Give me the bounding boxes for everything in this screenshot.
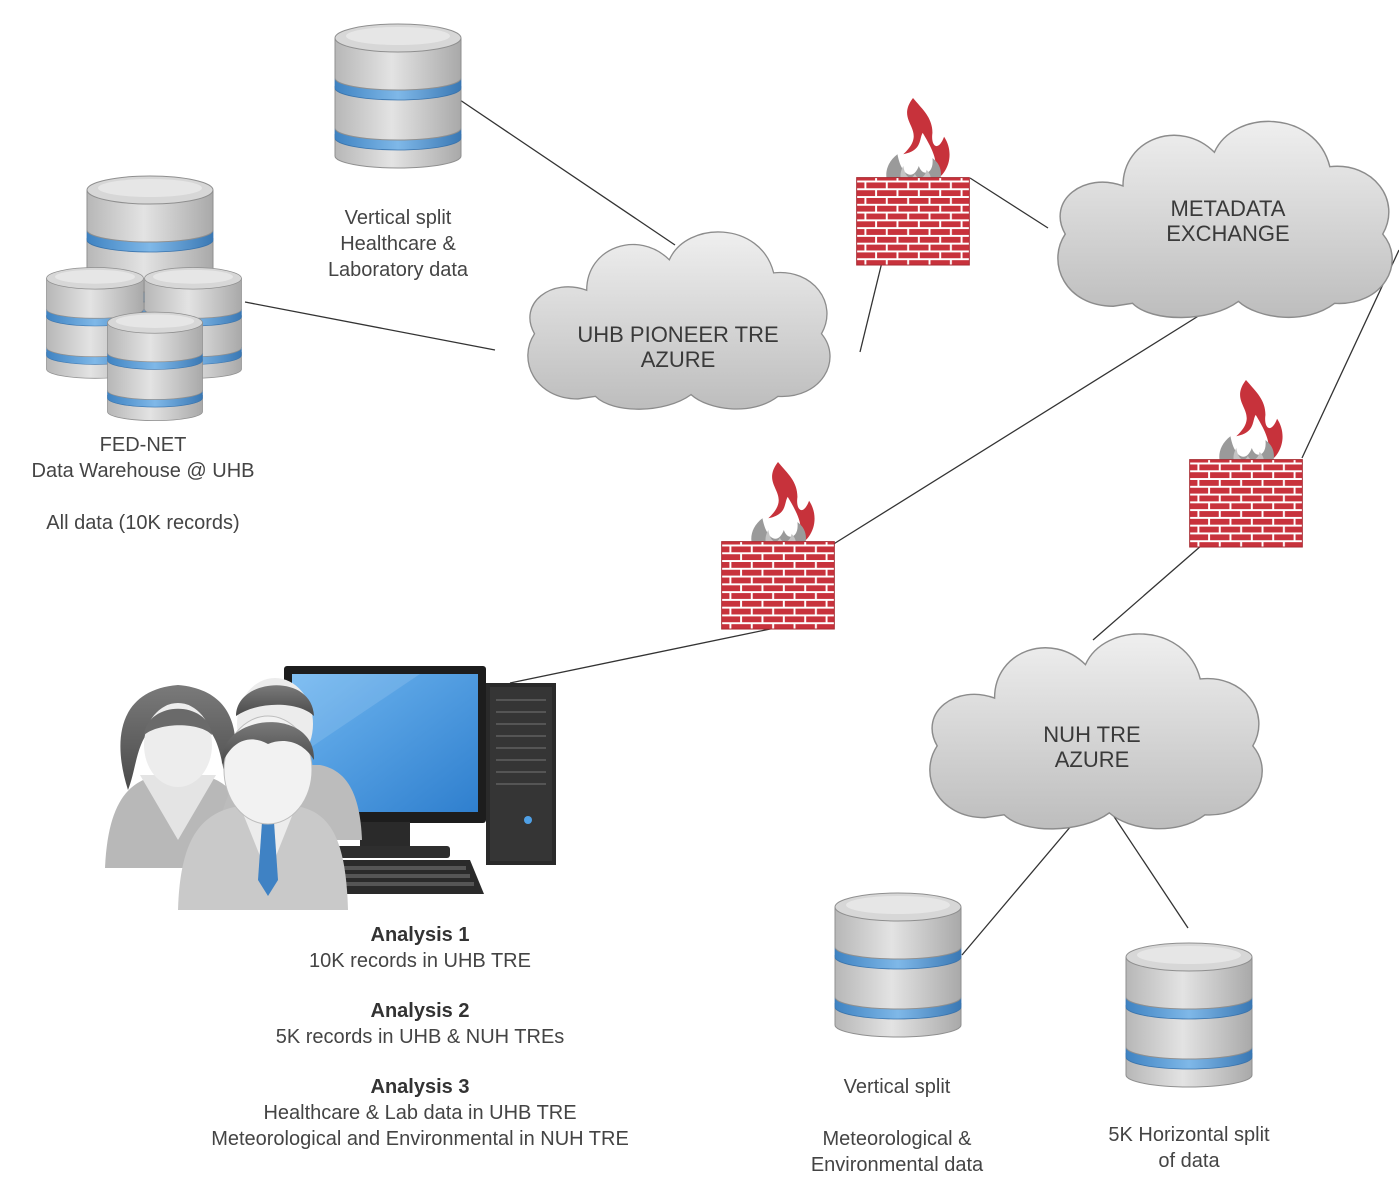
label-spacer [784,1100,1010,1126]
analysis-title: Analysis 3 [370,1076,470,1098]
firewall-icon [856,97,970,266]
link-metadata-firewall-left [831,294,1233,546]
label-line: Data Warehouse @ UHB [31,460,255,482]
database-icon [107,311,203,422]
link-fednet-uhb [244,301,496,351]
link-nuh-db-horizontal [1102,799,1189,929]
metadata-cloud-label: METADATA EXCHANGE [1110,196,1346,246]
database-icon [834,892,962,1038]
fednet-database-cluster [46,175,242,422]
label-line: UHB PIONEER TRE [577,322,779,347]
label-line: of data [1158,1150,1220,1172]
researchers-icon [105,678,362,910]
link-db-uhb [459,99,676,246]
analysis-line: Meteorological and Environmental in NUH … [211,1128,629,1150]
label-line: All data (10K records) [46,512,240,534]
label-line: AZURE [640,347,716,372]
analysis-line: 5K records in UHB & NUH TREs [275,1026,565,1048]
label-spacer [0,484,286,510]
analyses-list: Analysis 1 10K records in UHB TRE Analys… [150,922,690,1152]
fednet-label: FED-NET Data Warehouse @ UHB All data (1… [0,432,286,536]
uhb-cloud-label: UHB PIONEER TRE AZURE [540,322,816,372]
analysis-2: Analysis 2 5K records in UHB & NUH TREs [150,998,690,1050]
label-line: Meteorological & [822,1128,972,1150]
analysis-1: Analysis 1 10K records in UHB TRE [150,922,690,974]
label-line: 5K Horizontal split [1108,1124,1270,1146]
link-firewall-workstation [509,627,776,684]
database-icon [334,23,462,169]
link-uhb-firewall [859,261,883,353]
analysis-title: Analysis 2 [370,1000,470,1022]
analysis-line: 10K records in UHB TRE [309,950,531,972]
label-line: Laboratory data [327,259,469,281]
label-line: EXCHANGE [1166,221,1290,246]
link-firewall-metadata [969,177,1049,229]
label-line: METADATA [1170,196,1286,221]
analysis-3: Analysis 3 Healthcare & Lab data in UHB … [150,1074,690,1152]
label-line: Vertical split [843,1076,951,1098]
nuh-cloud-label: NUH TRE AZURE [992,722,1192,772]
database-icon [1125,942,1253,1088]
analysis-title: Analysis 1 [370,924,470,946]
link-firewall-nuh [1092,544,1203,641]
label-line: Healthcare & [340,233,456,255]
cloud-icon [527,231,831,410]
label-line: Environmental data [810,1154,984,1176]
label-line: NUH TRE [1043,722,1141,747]
label-line: Vertical split [344,207,452,229]
db-horizontal-label: 5K Horizontal split of data [1080,1122,1298,1174]
label-line: FED-NET [99,434,187,456]
db-vertical-top-label: Vertical split Healthcare & Laboratory d… [298,205,498,283]
db-vertical-bottom-label: Vertical split Meteorological & Environm… [784,1074,1010,1178]
label-line: AZURE [1054,747,1130,772]
analysis-line: Healthcare & Lab data in UHB TRE [263,1102,577,1124]
firewall-icon [721,461,835,630]
firewall-icon [1189,379,1303,548]
